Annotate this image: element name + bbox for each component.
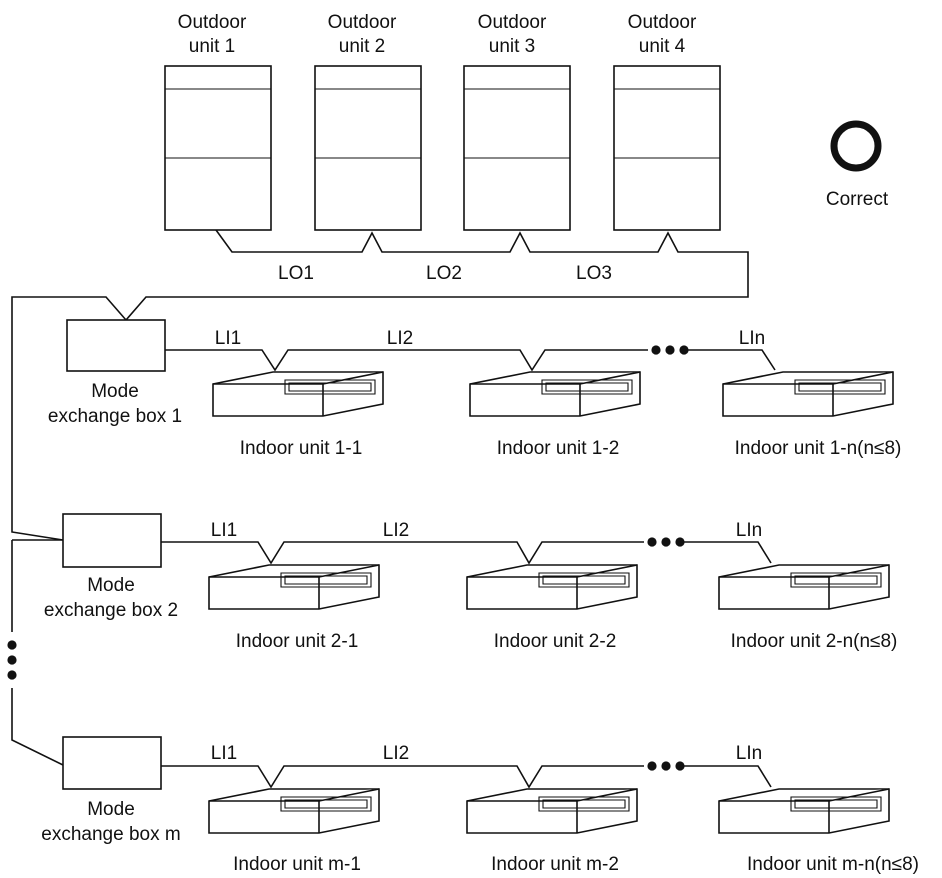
link-label-lin: LIn xyxy=(736,743,762,764)
indoor-bus-wire xyxy=(161,541,772,565)
indoor-unit-label: Indoor unit 2-1 xyxy=(236,631,359,652)
outdoor-unit-1: Outdoor unit 1 xyxy=(164,12,272,231)
mode-box-label-line1: Mode xyxy=(87,575,135,596)
mode-box-row-m: Mode exchange box m LI1 LI2 LIn Indoor u… xyxy=(41,736,919,875)
indoor-unit-label: Indoor unit m-n(n≤8) xyxy=(747,854,919,875)
ellipsis-vertical xyxy=(7,640,17,680)
link-label-li2: LI2 xyxy=(383,520,409,541)
link-label-lo2: LO2 xyxy=(426,263,462,284)
mode-box-row-2: Mode exchange box 2 LI1 LI2 LIn Indoor u… xyxy=(44,513,898,652)
outdoor-unit-label-line1: Outdoor xyxy=(328,12,397,33)
indoor-unit-icon xyxy=(466,564,638,610)
indoor-unit-label: Indoor unit m-1 xyxy=(233,854,361,875)
trunk-wire xyxy=(11,296,127,541)
indoor-bus-wire xyxy=(165,349,776,372)
link-label-lin: LIn xyxy=(739,328,765,349)
indoor-unit-label: Indoor unit 1-n(n≤8) xyxy=(735,438,902,459)
mode-box-label-line2: exchange box m xyxy=(41,824,180,845)
link-label-lo1: LO1 xyxy=(278,263,314,284)
indoor-unit-icon xyxy=(466,788,638,834)
mode-box-label-line2: exchange box 2 xyxy=(44,600,178,621)
ellipsis-horizontal xyxy=(651,345,689,355)
link-label-li1: LI1 xyxy=(215,328,241,349)
trunk-wire-lower xyxy=(11,539,64,766)
indoor-unit-icon xyxy=(208,564,380,610)
indoor-unit-label: Indoor unit m-2 xyxy=(491,854,619,875)
outdoor-bus-wire xyxy=(125,229,749,321)
indoor-unit-icon xyxy=(212,371,384,417)
ellipsis-horizontal xyxy=(647,537,685,547)
link-label-lin: LIn xyxy=(736,520,762,541)
status-label: Correct xyxy=(826,189,889,210)
indoor-unit-label: Indoor unit 1-2 xyxy=(497,438,620,459)
indoor-unit-label: Indoor unit 2-2 xyxy=(494,631,617,652)
indoor-unit-icon xyxy=(469,371,641,417)
outdoor-unit-3: Outdoor unit 3 xyxy=(463,12,571,231)
outdoor-unit-label-line2: unit 3 xyxy=(489,36,535,57)
link-label-lo3: LO3 xyxy=(576,263,612,284)
indoor-bus-wire xyxy=(161,765,772,789)
indoor-unit-label: Indoor unit 1-1 xyxy=(240,438,363,459)
link-label-li1: LI1 xyxy=(211,520,237,541)
link-label-li2: LI2 xyxy=(383,743,409,764)
mode-exchange-box xyxy=(62,513,162,568)
outdoor-unit-label-line2: unit 2 xyxy=(339,36,385,57)
circle-icon xyxy=(830,120,882,172)
mode-box-label-line1: Mode xyxy=(91,381,139,402)
correct-indicator: Correct xyxy=(826,120,889,210)
outdoor-unit-label-line1: Outdoor xyxy=(628,12,697,33)
mode-box-row-1: Mode exchange box 1 LI1 LI2 LIn Indoor u… xyxy=(48,319,902,459)
indoor-unit-icon xyxy=(718,788,890,834)
outdoor-unit-label-line1: Outdoor xyxy=(178,12,247,33)
indoor-unit-label: Indoor unit 2-n(n≤8) xyxy=(731,631,898,652)
indoor-unit-icon xyxy=(722,371,894,417)
outdoor-unit-label-line1: Outdoor xyxy=(478,12,547,33)
mode-exchange-box xyxy=(62,736,162,790)
mode-box-label-line2: exchange box 1 xyxy=(48,406,182,427)
outdoor-unit-label-line2: unit 4 xyxy=(639,36,686,57)
link-label-li2: LI2 xyxy=(387,328,413,349)
ellipsis-horizontal xyxy=(647,761,685,771)
indoor-unit-icon xyxy=(718,564,890,610)
outdoor-unit-2: Outdoor unit 2 xyxy=(314,12,422,231)
mode-exchange-box xyxy=(66,319,166,372)
outdoor-unit-4: Outdoor unit 4 xyxy=(613,12,721,231)
indoor-unit-icon xyxy=(208,788,380,834)
mode-box-label-line1: Mode xyxy=(87,799,135,820)
link-label-li1: LI1 xyxy=(211,743,237,764)
outdoor-unit-label-line2: unit 1 xyxy=(189,36,235,57)
